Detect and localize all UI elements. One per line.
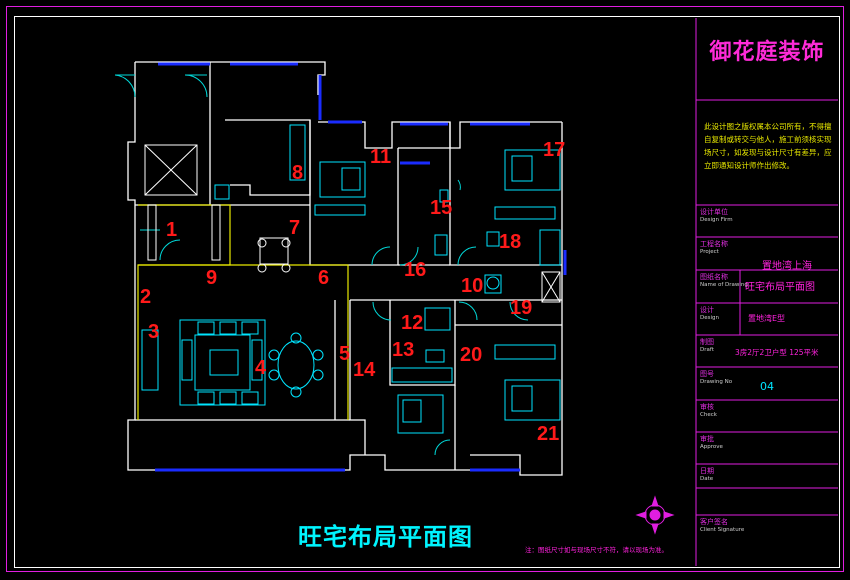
room-number-6: 6	[318, 267, 330, 289]
doors	[114, 74, 529, 456]
room-number-3: 3	[148, 321, 160, 343]
zone-lines	[137, 204, 349, 420]
wall-west	[127, 62, 150, 471]
room-number-5: 5	[339, 343, 351, 365]
walls	[127, 61, 563, 476]
copyright-note: 此设计图之版权属本公司所有，不得擅自复制或转交与他人，施工前须核实现场尺寸，如发…	[704, 122, 832, 170]
inner-frame	[14, 16, 840, 568]
wall-north-mid	[318, 121, 562, 149]
wall-south	[150, 454, 470, 471]
compass-symbol	[635, 495, 675, 535]
room-number-2: 2	[140, 286, 152, 308]
room-number-7: 7	[289, 217, 301, 239]
company-name: 御花庭装饰	[709, 40, 825, 65]
room-number-21: 21	[537, 423, 560, 445]
room-number-12: 12	[401, 312, 424, 334]
design-value: 置地湾E型	[748, 314, 786, 323]
windows	[155, 62, 567, 472]
room-number-14: 14	[353, 359, 376, 381]
room-number-15: 15	[430, 197, 453, 219]
check-label: 审核 Check	[700, 403, 717, 418]
drawing-name-value: 旺宅布局平面图	[745, 282, 815, 293]
design-unit-label: 设计单位 Design Firm	[700, 208, 733, 223]
room-number-13: 13	[392, 339, 415, 361]
project-value: 置地湾上海	[762, 261, 812, 272]
title-block	[695, 18, 838, 566]
wall-east	[470, 122, 563, 476]
draft-value: 3房2厅2卫户型 125平米	[735, 348, 819, 357]
wall-bath12	[389, 300, 456, 386]
signature-label: 客户签名 Client Signature	[700, 518, 745, 533]
room-number-11: 11	[370, 146, 392, 168]
approve-label: 审批 Approve	[700, 435, 723, 450]
drawing-name-label: 图纸名称 Name of Drawing	[700, 273, 748, 288]
project-label: 工程名称 Project	[700, 240, 728, 255]
room-number-18: 18	[499, 231, 522, 253]
wall-north-lobby	[135, 61, 326, 95]
room-number-4: 4	[255, 357, 267, 379]
room-number-16: 16	[404, 259, 427, 281]
plan-title: 旺宅布局平面图	[298, 523, 473, 551]
drawing-no-label: 图号 Drawing No	[700, 370, 733, 385]
room-number-10: 10	[461, 275, 484, 297]
wall-bed11	[309, 120, 399, 266]
room-number-17: 17	[543, 139, 566, 161]
furniture	[141, 124, 561, 434]
draft-label: 制图 Draft	[700, 338, 714, 353]
room-number-19: 19	[510, 297, 533, 319]
date-label: 日期 Date	[700, 467, 714, 482]
wall-kitchen	[225, 119, 311, 196]
stair-core	[144, 144, 561, 303]
room-number-9: 9	[206, 267, 218, 289]
outer-frame	[6, 6, 844, 572]
room-number-1: 1	[166, 219, 178, 241]
room-number-20: 20	[460, 344, 483, 366]
drawing-no-value: 04	[760, 380, 774, 393]
wall-bed14	[349, 300, 366, 455]
design-label: 设计 Design	[700, 306, 719, 321]
footnote: 注：图纸尺寸如与现场尺寸不符，请以现场为准。	[525, 546, 668, 554]
room-number-8: 8	[292, 162, 304, 184]
